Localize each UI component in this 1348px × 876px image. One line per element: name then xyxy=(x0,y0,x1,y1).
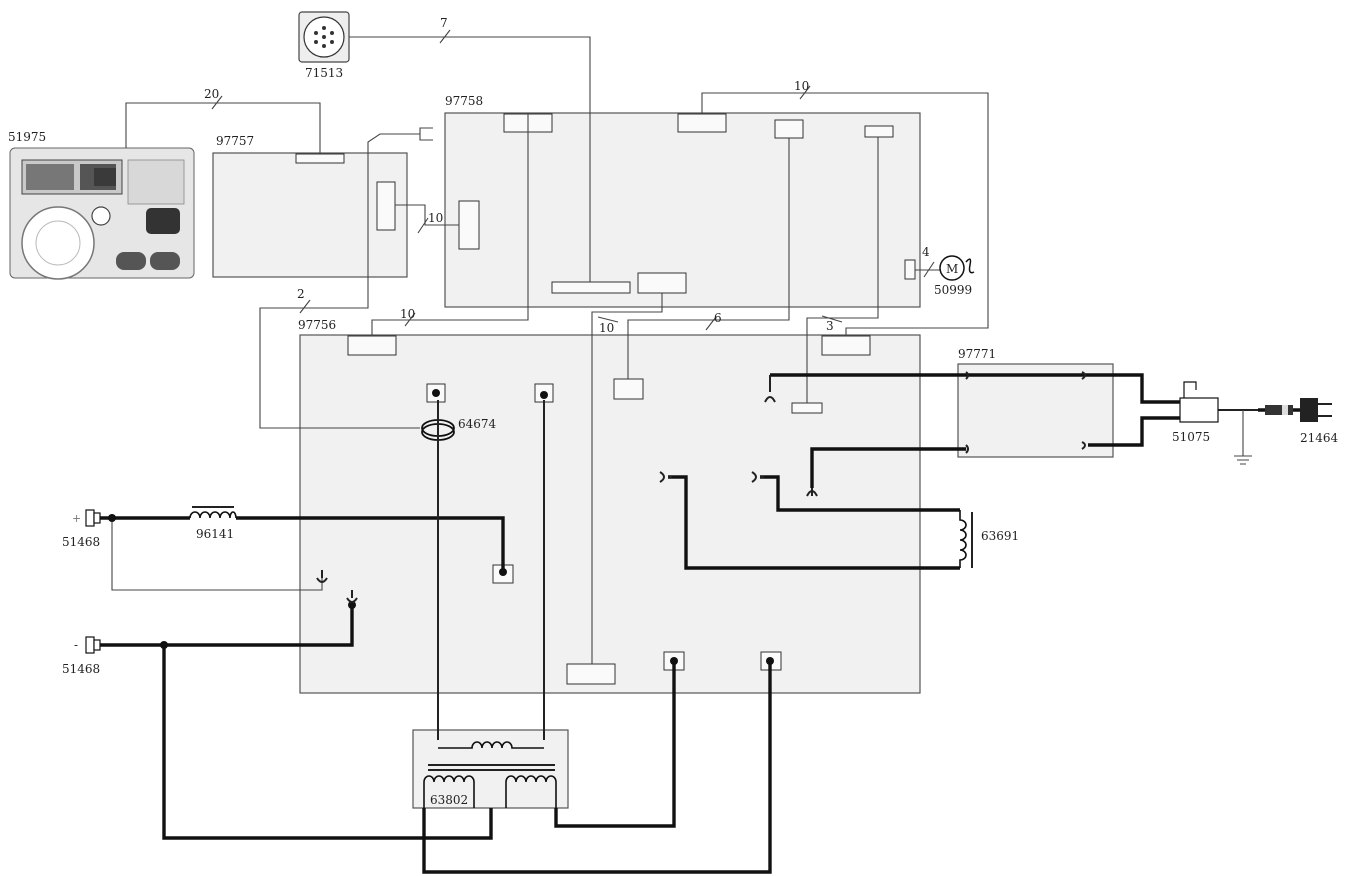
control-panel-51975 xyxy=(9,147,195,280)
motor-symbol: M xyxy=(946,262,958,276)
label-51075: 51075 xyxy=(1172,430,1210,444)
label-97757: 97757 xyxy=(216,134,254,148)
socket-71513 xyxy=(298,11,350,63)
wire-count-20: 20 xyxy=(204,87,219,101)
inductor-63691 xyxy=(959,510,973,568)
board-97771 xyxy=(957,363,1114,458)
label-63691: 63691 xyxy=(981,529,1019,543)
wire-count-2: 2 xyxy=(297,287,305,301)
signal-wires xyxy=(111,29,989,664)
wire-count-10-mid: 10 xyxy=(599,321,614,335)
label-97771: 97771 xyxy=(958,347,996,361)
label-96141: 96141 xyxy=(196,527,234,541)
faston-connectors xyxy=(316,371,1086,603)
board-97756 xyxy=(299,334,921,694)
wire-count-10-left: 10 xyxy=(400,307,415,321)
board-97757 xyxy=(212,152,408,278)
terminal-minus-sign: - xyxy=(74,638,78,652)
wire-count-10-top: 10 xyxy=(794,79,809,93)
label-97758: 97758 xyxy=(445,94,483,108)
terminal-plus-sign: + xyxy=(72,512,81,525)
label-97756: 97756 xyxy=(298,318,336,332)
wire-count-4: 4 xyxy=(922,245,930,259)
wire-count-7: 7 xyxy=(440,16,448,30)
label-50999: 50999 xyxy=(934,283,972,297)
label-63802: 63802 xyxy=(430,793,468,807)
plug-21464 xyxy=(1265,398,1332,422)
output-terminal-plus xyxy=(85,509,116,527)
ground-symbol xyxy=(1234,410,1252,465)
wire-count-10-inner: 10 xyxy=(428,211,443,225)
switch-51075 xyxy=(1179,381,1219,423)
transformer-63802-windings xyxy=(423,741,557,808)
label-21464: 21464 xyxy=(1300,431,1339,445)
label-51468-minus: 51468 xyxy=(62,662,100,676)
output-terminal-minus xyxy=(85,601,356,654)
wire-count-3: 3 xyxy=(826,319,834,333)
label-71513: 71513 xyxy=(305,66,343,80)
label-64674: 64674 xyxy=(458,417,497,431)
wire-count-6: 6 xyxy=(714,311,722,325)
board-connectors xyxy=(295,113,916,685)
label-51468-plus: 51468 xyxy=(62,535,100,549)
label-51975: 51975 xyxy=(8,130,46,144)
fan-motor-50999 xyxy=(939,255,975,281)
inductor-96141 xyxy=(189,506,237,519)
